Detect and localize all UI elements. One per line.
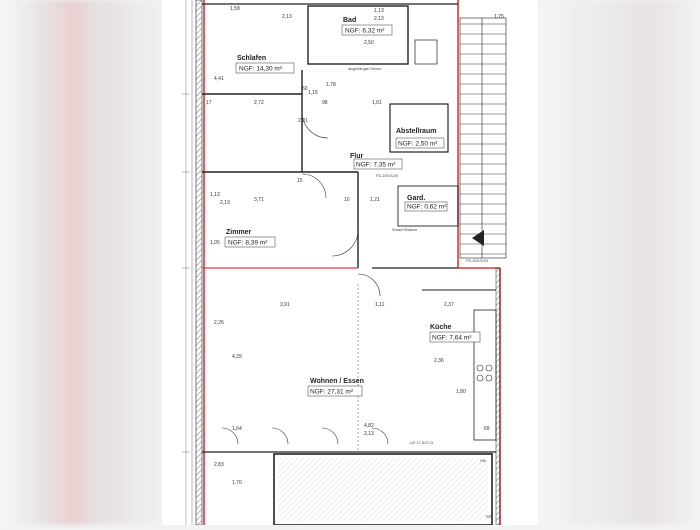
bad-walls: [307, 5, 409, 65]
dim-text: 4,41: [214, 76, 224, 82]
dim-text: 2,13: [220, 200, 230, 206]
blurred-background-right: [538, 0, 700, 525]
area-box-schlafen: NGF: 14,30 m²: [235, 62, 295, 74]
ceiling-note: abgehängte Decke: [348, 66, 382, 71]
room-area-wohnen: NGF: 27,31 m²: [310, 389, 354, 396]
area-box-flur: NGF: 7,35 m²: [353, 158, 403, 170]
abstellraum-walls: [389, 103, 449, 153]
area-box-kueche: NGF: 7,64 m²: [429, 331, 481, 343]
stove-icon: [476, 364, 493, 382]
area-box-wohnen: NGF: 27,31 m²: [307, 385, 363, 397]
dim-text: 1,64: [232, 426, 242, 432]
dim-text: 15: [297, 178, 303, 184]
dim-text: 3,91: [280, 302, 290, 308]
dim-text: 2,01: [298, 118, 308, 124]
floor-plan: Schlafen NGF: 14,30 m² Bad NGF: 6,32 m² …: [162, 0, 538, 526]
room-area-schlafen: NGF: 14,30 m²: [239, 66, 283, 73]
dim-text: 1,78: [326, 82, 336, 88]
room-name-wohnen: Wohnen / Essen: [310, 378, 364, 385]
dim-text: 2,13: [282, 14, 292, 20]
balcony-label: Smart+Balkon: [392, 227, 417, 232]
left-exterior-wall: [195, 0, 203, 526]
dim-text: 1,13: [374, 8, 384, 14]
room-area-bad: NGF: 6,32 m²: [345, 28, 385, 35]
floor-plan-drawing: Schlafen NGF: 14,30 m² Bad NGF: 6,32 m² …: [182, 0, 507, 526]
area-box-abstellraum: NGF: 2,50 m²: [395, 137, 445, 149]
room-area-kueche: NGF: 7,64 m²: [432, 335, 472, 342]
rr-label: RR: [486, 514, 492, 519]
dim-text: 2,36: [434, 358, 444, 364]
room-name-kueche: Küche: [430, 324, 452, 331]
kitchen-counter: [473, 309, 497, 441]
room-area-flur: NGF: 7,35 m²: [356, 162, 396, 169]
dim-text: 1,13: [210, 192, 220, 198]
area-box-garderobe: NGF: 0,62 m²: [404, 201, 448, 212]
room-name-garderobe: Gard.: [407, 195, 425, 202]
dim-text: 1,01: [372, 100, 382, 106]
dim-text: 2,13: [364, 431, 374, 437]
room-area-zimmer: NGF: 8,39 m²: [228, 240, 268, 247]
dim-text: 98: [322, 100, 328, 106]
room-name-zimmer: Zimmer: [226, 229, 252, 236]
dim-text: 2,72: [254, 100, 264, 106]
stair-treads: [460, 23, 506, 255]
dim-text: 1,11: [375, 302, 385, 308]
dim-text: 60: [302, 86, 308, 92]
stair-arrow-icon: [472, 230, 484, 246]
dim-text: 2,50: [364, 40, 374, 46]
dim-text: 1,58: [230, 6, 240, 12]
door-arcs: [221, 111, 389, 445]
dim-text: 4,82: [364, 423, 374, 429]
dim-text: 3,71: [254, 197, 264, 203]
dim-text: 1,21: [370, 197, 380, 203]
blurred-background-left: [0, 0, 162, 525]
dimension-lines: [182, 0, 190, 525]
room-name-bad: Bad: [343, 17, 356, 24]
room-name-abstellraum: Abstellraum: [396, 128, 436, 135]
dim-text: 1,05: [210, 240, 220, 246]
staircase: [459, 17, 507, 259]
dim-text: 69: [484, 426, 490, 432]
area-box-bad: NGF: 6,32 m²: [341, 24, 393, 36]
room-name-schlafen: Schlafen: [237, 55, 266, 62]
fire-door-label: FD-D01S/20: [376, 173, 399, 178]
room-area-garderobe: NGF: 0,62 m²: [407, 204, 447, 211]
room-area-abstellraum: NGF: 2,50 m²: [398, 141, 438, 148]
dim-text: 1,70: [232, 480, 242, 486]
uz-label: UZ 17,5/27,5: [410, 440, 434, 445]
dim-text: 1,15: [308, 90, 318, 96]
stk-label: Stk: [480, 458, 486, 463]
area-box-zimmer: NGF: 8,39 m²: [224, 236, 276, 248]
fire-door-label-2: FD-D01S/20: [466, 258, 489, 263]
dim-text: 10: [344, 197, 350, 203]
dim-text: 2,83: [214, 462, 224, 468]
dim-text: 1,80: [456, 389, 466, 395]
dim-text: 2,37: [444, 302, 454, 308]
dim-text: 2,13: [374, 16, 384, 22]
dim-text: 4,29: [232, 354, 242, 360]
dim-text: 1,75: [494, 14, 504, 20]
dim-text: 17: [206, 100, 212, 106]
dim-text: 2,26: [214, 320, 224, 326]
room-name-flur: Flur: [350, 153, 363, 160]
